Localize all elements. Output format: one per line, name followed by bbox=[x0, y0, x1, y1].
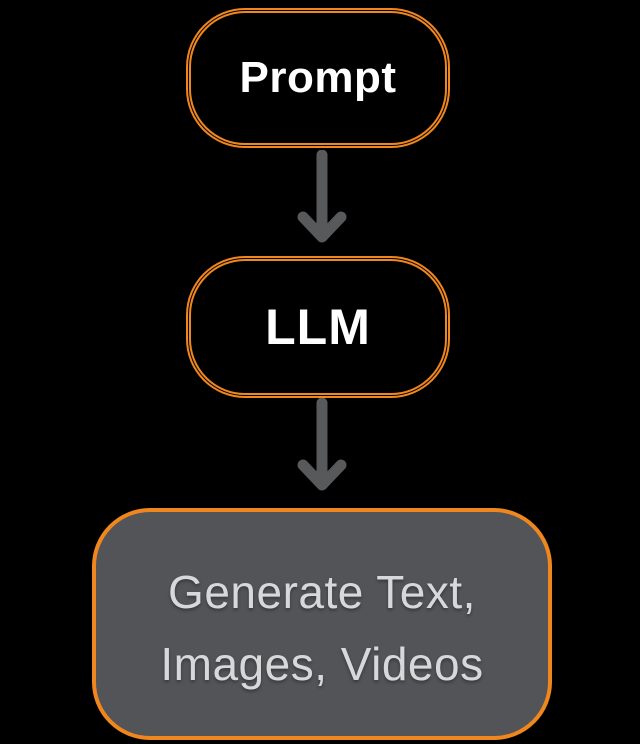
output-label-line1: Generate Text, bbox=[168, 566, 476, 618]
arrow-down-icon bbox=[297, 150, 347, 243]
output-label-line2: Images, Videos bbox=[160, 638, 484, 690]
arrow-down-icon bbox=[297, 398, 347, 491]
node-llm-label: LLM bbox=[265, 299, 371, 355]
node-prompt: Prompt bbox=[189, 11, 447, 145]
node-generate-output-label: Generate Text, Images, Videos bbox=[160, 556, 483, 700]
node-llm: LLM bbox=[189, 259, 447, 395]
node-prompt-label: Prompt bbox=[239, 53, 397, 102]
node-generate-output: Generate Text, Images, Videos bbox=[92, 508, 552, 740]
